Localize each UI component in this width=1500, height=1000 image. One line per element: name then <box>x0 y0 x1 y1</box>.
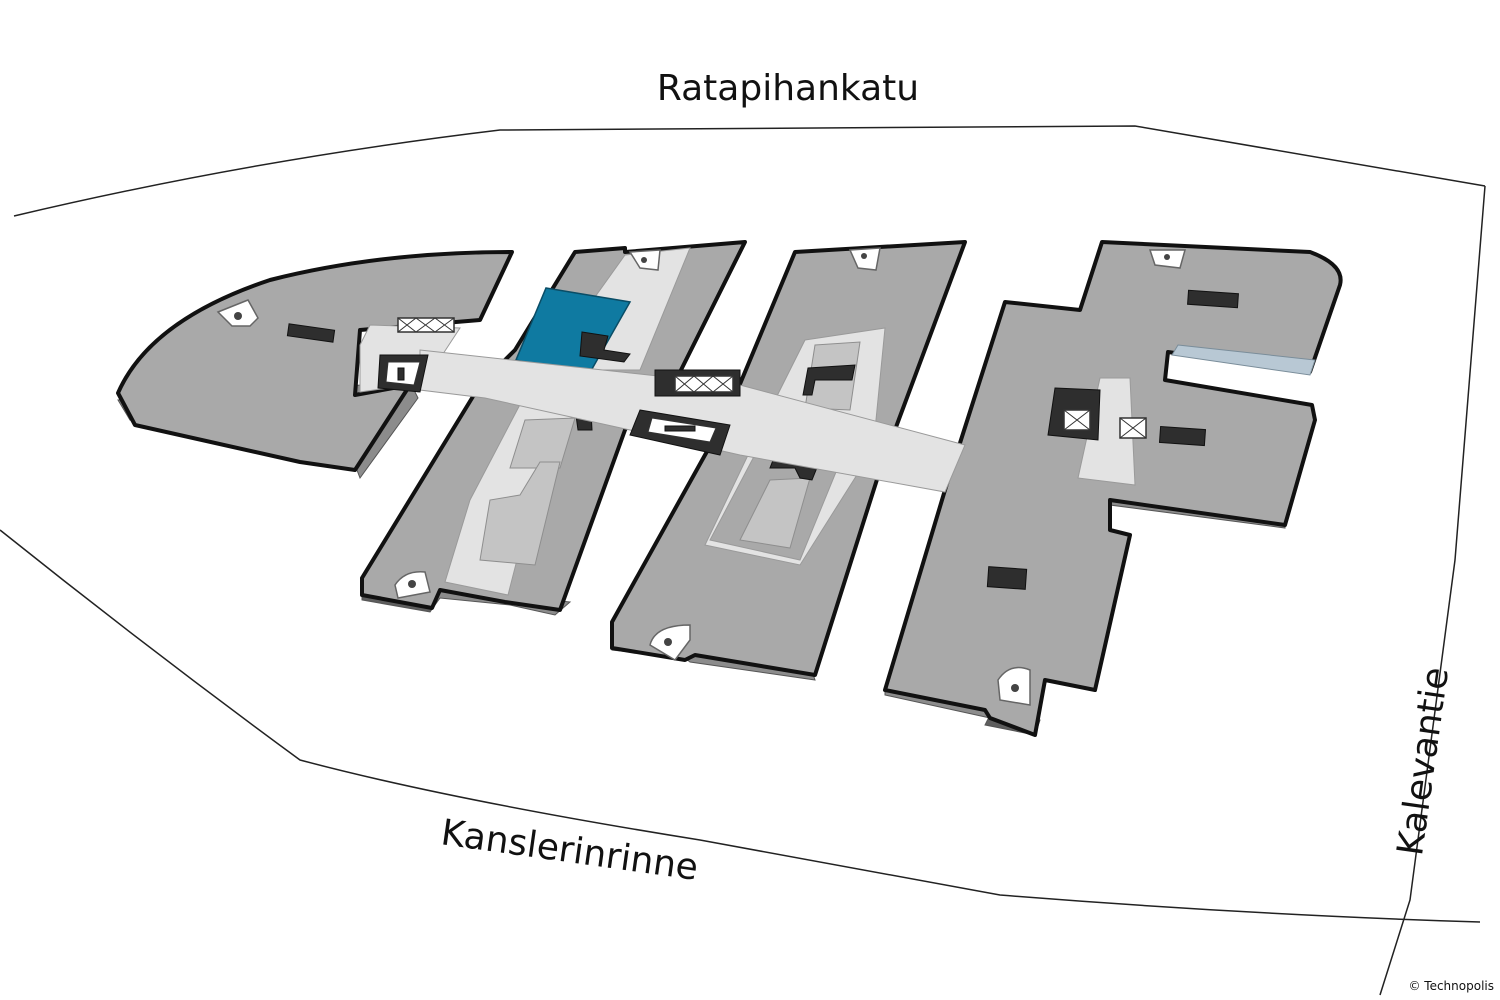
street-label-east: Kalevantie <box>1390 665 1457 859</box>
restroom-block-a <box>377 354 429 393</box>
service-block-c <box>802 364 856 396</box>
stair-icon-b-dot <box>641 257 647 263</box>
window-strip <box>1171 344 1316 376</box>
service-block-d-2 <box>1187 289 1239 309</box>
street-label-south: Kanslerinrinne <box>439 812 701 889</box>
building-d[interactable] <box>883 240 1343 737</box>
building-b-court <box>509 417 576 469</box>
stair-icon-c <box>848 247 881 271</box>
main-corridor <box>359 317 966 493</box>
service-block-d-3 <box>1158 425 1207 447</box>
stair-icon-c-south-dot <box>664 638 672 646</box>
site-boundary <box>0 125 1486 996</box>
street-label-north: Ratapihankatu <box>657 68 919 109</box>
building-c-court-2 <box>739 477 811 549</box>
stair-icon-d-dot <box>1164 254 1170 260</box>
elevator-icon-2 <box>1119 417 1147 439</box>
stair-icon-d-south-dot <box>1011 684 1019 692</box>
building-a-floor <box>116 250 514 472</box>
copyright-text: © Technopolis <box>1408 979 1494 993</box>
building-b[interactable] <box>360 240 747 616</box>
service-block <box>286 323 336 343</box>
restroom-block <box>629 409 731 456</box>
stair-icon-dot <box>234 312 242 320</box>
building-d-core <box>1077 377 1136 486</box>
elevator-icon <box>1063 409 1091 431</box>
stair-icon-c-dot <box>861 253 867 259</box>
street-line-kalevantie <box>1379 185 1486 996</box>
elevator-icon-bc <box>654 369 741 397</box>
street-line-ratapihankatu <box>13 125 1486 217</box>
room-feature <box>579 331 631 363</box>
stair-icon-b-south-dot <box>408 580 416 588</box>
street-line-kanslerinrinne <box>0 529 1481 923</box>
elevator-icon-a <box>397 317 455 333</box>
service-block-d-4 <box>986 566 1028 590</box>
building-d-floor <box>883 240 1343 737</box>
building-b-court-2 <box>479 461 561 566</box>
